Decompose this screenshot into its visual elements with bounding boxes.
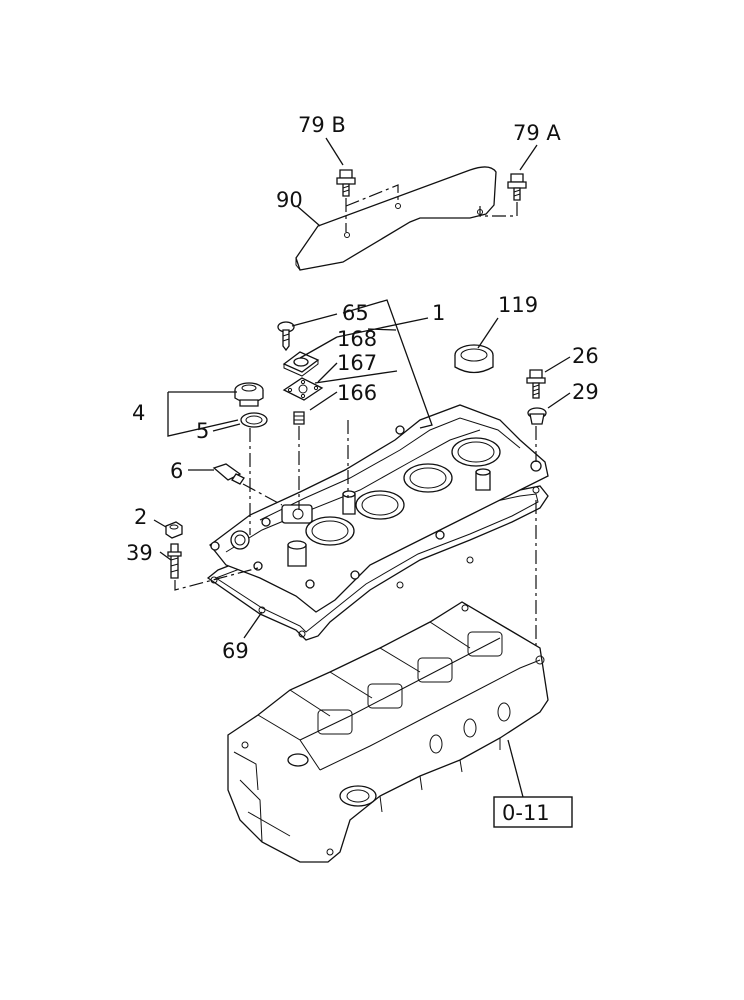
bolt-79a [507,173,527,201]
nut-2 [165,521,183,539]
label-29: 29 [572,380,599,404]
stud-39 [167,543,182,579]
label-168: 168 [337,327,377,351]
label-65: 65 [342,301,369,325]
label-4: 4 [132,401,145,425]
bolt-26 [526,369,546,399]
part-168 [282,351,320,377]
label-5: 5 [196,419,209,443]
label-69: 69 [222,639,249,663]
label-90: 90 [276,188,303,212]
label-2: 2 [134,505,147,529]
label-166: 166 [337,381,377,405]
pcv-valve-6 [212,463,245,485]
seal-ring-119 [454,344,494,374]
part-167 [282,377,324,401]
grommet-29 [527,407,547,425]
label-79a: 79 A [513,121,561,145]
heat-shield-cover [295,166,497,271]
bolt-79b [336,169,356,197]
label-26: 26 [572,344,599,368]
cylinder-head [227,601,549,863]
label-1: 1 [432,301,445,325]
reference-label: 0-11 [502,801,550,825]
part-166 [293,411,305,425]
oil-filler-cap-4 [234,382,264,407]
cylinder-head-cover [209,404,549,613]
label-6: 6 [170,459,183,483]
o-ring-5 [240,412,268,428]
label-119: 119 [498,293,538,317]
label-39: 39 [126,541,153,565]
reference-box[interactable]: 0-11 [493,796,573,828]
screw-65 [277,321,295,352]
label-79b: 79 B [298,113,346,137]
label-167: 167 [337,351,377,375]
